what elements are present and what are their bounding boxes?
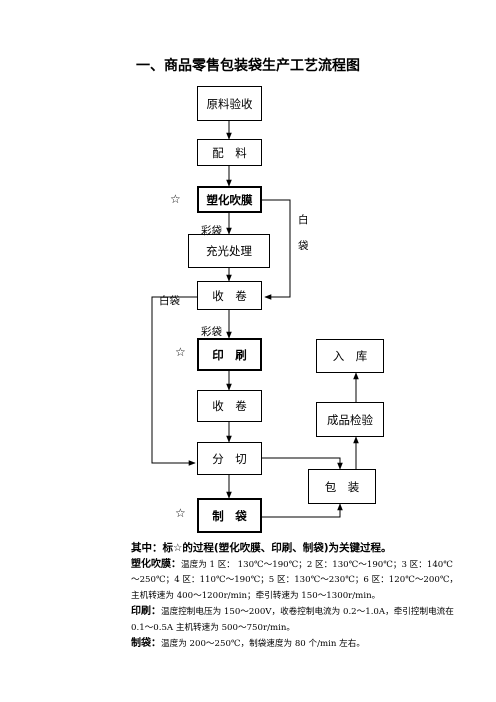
note-bag-making: 制袋：温度为 200～250℃，制袋速度为 80 个/min 左右。 xyxy=(131,636,461,653)
box-finished-inspection: 成品检验 xyxy=(316,402,384,437)
box-raw-material-inspection: 原料验收 xyxy=(197,86,262,121)
box-slitting: 分 切 xyxy=(197,442,262,475)
box-packing: 包 装 xyxy=(308,469,376,504)
note-film-blowing-text: 温度为 1 区： 130℃～190℃；2 区：130℃～190℃；3 区：140… xyxy=(131,559,459,601)
box-printing: 印 刷 xyxy=(197,338,262,371)
arrow-white-bag-bypass xyxy=(262,199,291,300)
process-notes: 其中：标☆的过程(塑化吹膜、印刷、制袋)为关键过程。 塑化吹膜：温度为 1 区：… xyxy=(131,541,461,653)
arrow-make-to-pack xyxy=(262,503,343,518)
note-film-blowing-title: 塑化吹膜： xyxy=(131,558,181,570)
box-bag-making: 制 袋 xyxy=(197,498,262,533)
label-color-bag-2: 彩袋 xyxy=(201,326,222,338)
star-icon: ☆ xyxy=(170,192,181,206)
page-title: 一、商品零售包装袋生产工艺流程图 xyxy=(136,58,360,74)
star-icon: ☆ xyxy=(175,506,186,520)
arrow-slit-to-pack xyxy=(262,457,343,470)
box-corona-treatment: 充光处理 xyxy=(188,234,270,268)
note-bag-making-title: 制袋： xyxy=(131,638,161,649)
box-winding-1: 收 卷 xyxy=(197,281,262,310)
box-batching: 配 料 xyxy=(197,139,262,166)
label-white-bag-right-2: 袋 xyxy=(298,240,309,252)
box-film-blowing: 塑化吹膜 xyxy=(197,186,262,213)
notes-summary: 其中：标☆的过程(塑化吹膜、印刷、制袋)为关键过程。 xyxy=(131,542,392,554)
note-printing-text: 温度控制电压为 150～200V，收卷控制电流为 0.2～1.0A，牵引控制电流… xyxy=(131,607,454,633)
label-color-bag-1: 彩袋 xyxy=(201,225,222,237)
note-bag-making-text: 温度为 200～250℃，制袋速度为 80 个/min 左右。 xyxy=(161,639,365,649)
note-printing: 印刷：温度控制电压为 150～200V，收卷控制电流为 0.2～1.0A，牵引控… xyxy=(131,604,461,636)
star-icon: ☆ xyxy=(175,345,186,359)
arrow-white-bag-to-slit xyxy=(151,296,197,466)
label-white-bag-left: 白袋 xyxy=(159,295,180,307)
note-film-blowing: 塑化吹膜：温度为 1 区： 130℃～190℃；2 区：130℃～190℃；3 … xyxy=(131,557,461,605)
box-winding-2: 收 卷 xyxy=(197,390,262,422)
box-warehousing: 入 库 xyxy=(316,339,384,373)
note-printing-title: 印刷： xyxy=(131,606,161,617)
label-white-bag-right-1: 白 xyxy=(298,214,309,226)
